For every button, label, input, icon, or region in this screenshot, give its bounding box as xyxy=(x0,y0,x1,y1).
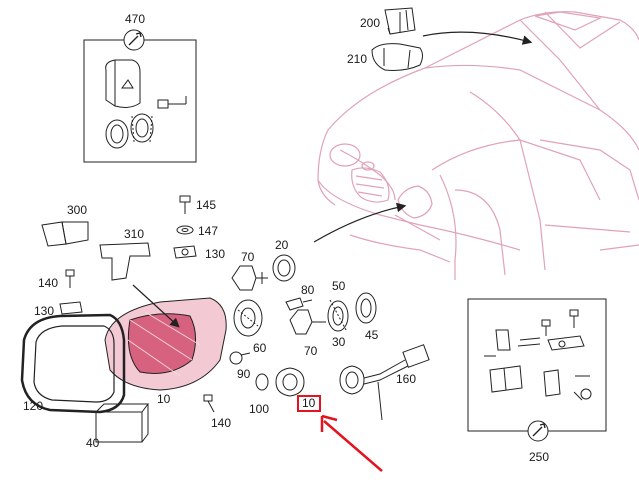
callout-145[interactable]: 145 xyxy=(196,198,217,212)
callout-90[interactable]: 90 xyxy=(237,367,251,381)
callout-140-upper[interactable]: 140 xyxy=(38,276,59,290)
callout-140-lower[interactable]: 140 xyxy=(211,416,232,430)
bulbs-and-sockets xyxy=(229,254,377,397)
callout-147[interactable]: 147 xyxy=(198,224,219,238)
callout-130-lower[interactable]: 130 xyxy=(34,304,55,318)
callout-70-lower[interactable]: 70 xyxy=(304,344,318,358)
callout-250[interactable]: 250 xyxy=(529,450,550,464)
fasteners-145-147-130 xyxy=(173,195,197,259)
callout-130-upper[interactable]: 130 xyxy=(205,247,226,261)
inset-box-470 xyxy=(83,29,197,163)
connector-160 xyxy=(339,344,430,421)
inset-box-250 xyxy=(467,298,607,442)
red-pointer-arrow xyxy=(320,414,383,472)
arrow-to-car-headlight xyxy=(313,202,407,243)
callout-160[interactable]: 160 xyxy=(396,372,417,386)
callout-120[interactable]: 120 xyxy=(23,399,44,413)
screws-140-130 xyxy=(59,269,215,413)
callout-80[interactable]: 80 xyxy=(301,283,315,297)
callout-470[interactable]: 470 xyxy=(125,12,146,26)
callout-10-highlighted[interactable]: 10 xyxy=(302,396,316,410)
arrow-to-car-roof xyxy=(422,31,533,45)
arrow-310-to-lamp xyxy=(132,284,180,328)
callout-40[interactable]: 40 xyxy=(86,436,100,450)
callout-60[interactable]: 60 xyxy=(253,341,267,355)
callout-20[interactable]: 20 xyxy=(275,238,289,252)
highlight-box xyxy=(297,395,321,412)
car-outline xyxy=(317,11,639,280)
callout-30[interactable]: 30 xyxy=(332,335,346,349)
callout-45[interactable]: 45 xyxy=(365,328,379,342)
part-300-310 xyxy=(41,221,151,281)
callout-300[interactable]: 300 xyxy=(67,203,88,217)
callout-10-lamp[interactable]: 10 xyxy=(157,392,171,406)
callout-70-upper[interactable]: 70 xyxy=(241,250,255,264)
headlamp-assembly xyxy=(20,297,227,443)
callout-100[interactable]: 100 xyxy=(249,402,270,416)
callout-50[interactable]: 50 xyxy=(332,279,346,293)
callout-310[interactable]: 310 xyxy=(124,227,145,241)
callout-200[interactable]: 200 xyxy=(360,16,381,30)
module-200-210 xyxy=(371,7,423,71)
callout-210[interactable]: 210 xyxy=(347,52,368,66)
